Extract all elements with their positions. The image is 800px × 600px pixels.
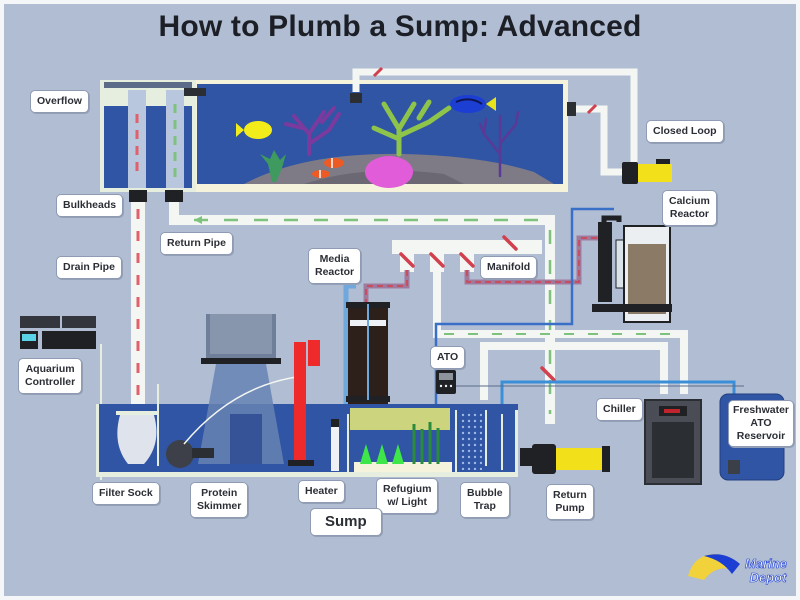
flow-arrow-icon [194,216,202,224]
label-closed-loop: Closed Loop [646,120,724,143]
sea-fan [478,110,520,178]
green-plant [260,150,286,182]
brand-line1: Marine [745,556,787,571]
drain-bulkhead [129,190,147,202]
skimmer-pump [166,440,194,468]
closed-loop-intake [350,93,362,103]
return-nozzle [184,88,206,96]
seagrass [412,422,440,464]
bubble-trap [460,410,503,470]
chiller [644,399,702,485]
overflow-teeth [104,82,192,88]
protein-skimmer [166,314,305,468]
reactor-lines [343,207,744,464]
ato-pump [728,460,740,474]
heater [288,340,320,466]
label-overflow: Overflow [30,90,89,113]
purple-coral [284,106,341,156]
return-bulkhead [165,190,183,202]
filter-sock [117,415,157,464]
closed-loop-return-nozzle [567,102,576,116]
label-manifold: Manifold [480,256,538,279]
refugium [347,408,457,472]
calcium-reactor [592,215,672,323]
calcium-media [628,244,666,314]
label-heater: Heater [298,480,345,503]
closed-loop-pump [622,159,672,184]
ato-controller [436,370,456,394]
closed-loop-valve [372,66,384,78]
sump [96,302,518,477]
controller-screen [22,334,36,341]
label-filter-sock: Filter Sock [92,482,160,505]
manifold [392,240,542,254]
green-coral [371,99,452,157]
diagram-canvas: How to Plumb a Sump: Advanced [4,4,796,596]
blue-tang-fish [450,95,496,113]
return-pump [520,444,610,474]
closed-loop-plumbing [352,66,672,184]
clownfish [312,158,344,178]
label-return-pipe: Return Pipe [160,232,233,255]
plumbing-diagram: Marine Depot [20,66,787,585]
yellow-tang-fish [236,121,272,139]
refugium-light [350,408,450,430]
diagram-title: How to Plumb a Sump: Advanced [158,10,642,43]
pink-coral [365,156,413,188]
brand-line2: Depot [750,570,788,585]
return-line [169,202,688,424]
label-sump: Sump [310,508,382,536]
label-chiller: Chiller [596,398,643,421]
display-tank [188,80,576,192]
media-reactor [346,302,390,404]
aquarium-controller [20,316,102,480]
marine-depot-logo: Marine Depot [688,554,787,585]
label-drain-pipe: Drain Pipe [56,256,122,279]
label-ato: ATO [430,346,466,369]
drain-pipe [131,202,145,414]
overflow-box [100,80,206,202]
label-bulkheads: Bulkheads [56,194,124,217]
probe [331,419,339,471]
manifold-valves [399,235,556,382]
chaeto-algae [360,444,404,464]
